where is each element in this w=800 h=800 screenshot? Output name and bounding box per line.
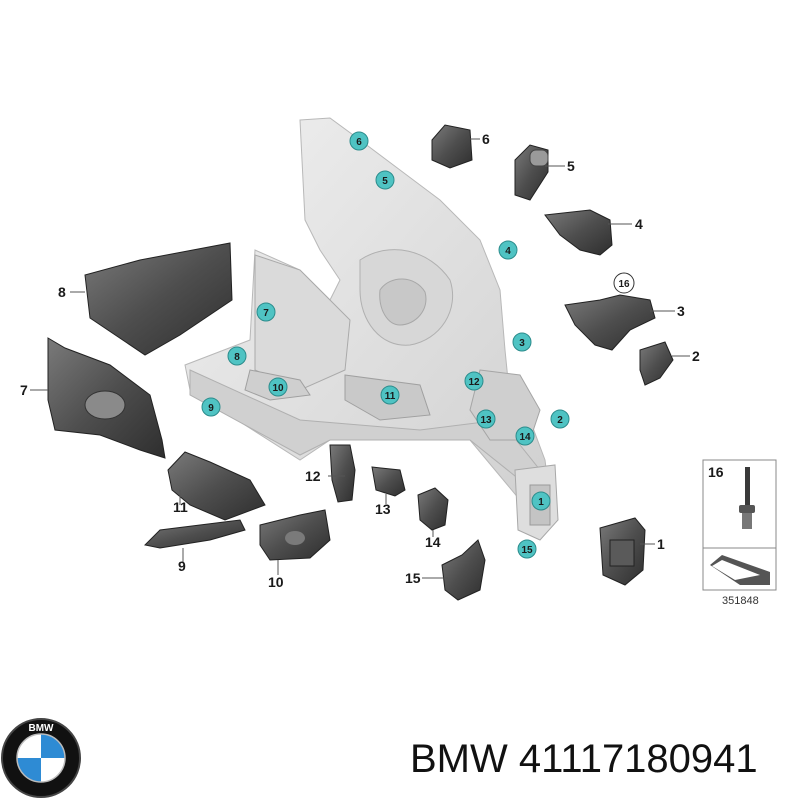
callout-14: 14 xyxy=(425,534,441,550)
bubble-6-label: 6 xyxy=(356,137,362,148)
callout-10: 10 xyxy=(268,574,284,590)
callout-9: 9 xyxy=(178,558,186,574)
bubble-15: 15 xyxy=(517,539,537,559)
part-11-bracket xyxy=(167,451,266,521)
bubble-2: 2 xyxy=(550,409,570,429)
callout-12: 12 xyxy=(305,468,321,484)
bubble-15-label: 15 xyxy=(521,545,533,556)
part-7-panel xyxy=(47,337,166,459)
bubble-2-label: 2 xyxy=(557,415,563,426)
bubble-5-label: 5 xyxy=(382,176,388,187)
logo-letters: BMW xyxy=(29,723,55,734)
callout-4: 4 xyxy=(635,216,643,232)
bubble-4-label: 4 xyxy=(505,246,511,257)
part-15-bracket xyxy=(441,539,486,601)
callout-6: 6 xyxy=(482,131,490,147)
callout-13: 13 xyxy=(375,501,391,517)
bubble-8: 8 xyxy=(227,346,247,366)
bubble-14-label: 14 xyxy=(519,432,531,443)
callout-8: 8 xyxy=(58,284,66,300)
legend-box: 16 351848 xyxy=(702,459,777,607)
leader-lines xyxy=(30,138,690,579)
part-12-bracket xyxy=(329,444,356,503)
bubble-11-label: 11 xyxy=(385,391,396,402)
part-1-bracket xyxy=(599,517,646,586)
part-callouts: 1 2 3 4 5 6 7 8 9 10 11 12 13 14 15 xyxy=(20,131,700,590)
bubble-6: 6 xyxy=(349,131,369,151)
bubble-16-label: 16 xyxy=(618,279,630,290)
part-3-bracket xyxy=(564,294,656,351)
part-number: 41117180941 xyxy=(518,737,758,781)
legend-part-number: 16 xyxy=(708,464,724,480)
callout-11: 11 xyxy=(173,499,188,515)
bmw-logo: BMW xyxy=(1,718,81,798)
bubble-3-label: 3 xyxy=(519,338,525,349)
part-6-bracket xyxy=(431,124,473,169)
bubble-13-label: 13 xyxy=(480,415,492,426)
bubble-9: 9 xyxy=(201,397,221,417)
bubble-8-label: 8 xyxy=(234,352,240,363)
bubble-16: 16 xyxy=(613,272,635,294)
part-14-bracket xyxy=(417,487,449,531)
callout-15: 15 xyxy=(405,570,421,586)
bubble-7-label: 7 xyxy=(263,308,269,319)
bubble-9-label: 9 xyxy=(208,403,214,414)
rivet-icon xyxy=(739,467,755,529)
bubble-1-label: 1 xyxy=(538,497,544,508)
bubble-12-label: 12 xyxy=(468,377,480,388)
callout-2: 2 xyxy=(692,348,700,364)
reference-number: 351848 xyxy=(722,595,759,607)
bubble-14: 14 xyxy=(515,426,535,446)
bubble-10: 10 xyxy=(268,377,288,397)
bubble-1: 1 xyxy=(531,491,551,511)
bubble-4: 4 xyxy=(498,240,518,260)
brand-name: BMW xyxy=(410,737,508,781)
bubble-10-label: 10 xyxy=(272,383,284,394)
callout-3: 3 xyxy=(677,303,685,319)
callout-7: 7 xyxy=(20,382,28,398)
bubble-12: 12 xyxy=(464,371,484,391)
callout-5: 5 xyxy=(567,158,575,174)
part-4-bracket xyxy=(544,209,613,256)
part-13-bracket xyxy=(371,466,406,497)
assembly-bubbles: 6 5 4 7 8 10 9 11 12 13 14 3 2 1 15 xyxy=(201,131,570,559)
bubble-7: 7 xyxy=(256,302,276,322)
direction-arrow-icon xyxy=(710,555,770,585)
bubble-11: 11 xyxy=(380,385,400,405)
part-5-bracket xyxy=(514,144,549,201)
footer-caption: BMW 41117180941 xyxy=(410,737,758,782)
bubble-3: 3 xyxy=(512,332,532,352)
bubble-5: 5 xyxy=(375,170,395,190)
part-8-panel xyxy=(84,242,233,356)
part-2-bracket xyxy=(639,341,674,386)
callout-1: 1 xyxy=(657,536,665,552)
part-10-bracket xyxy=(259,509,331,561)
bubble-13: 13 xyxy=(476,409,496,429)
part-9-strip xyxy=(143,519,246,549)
